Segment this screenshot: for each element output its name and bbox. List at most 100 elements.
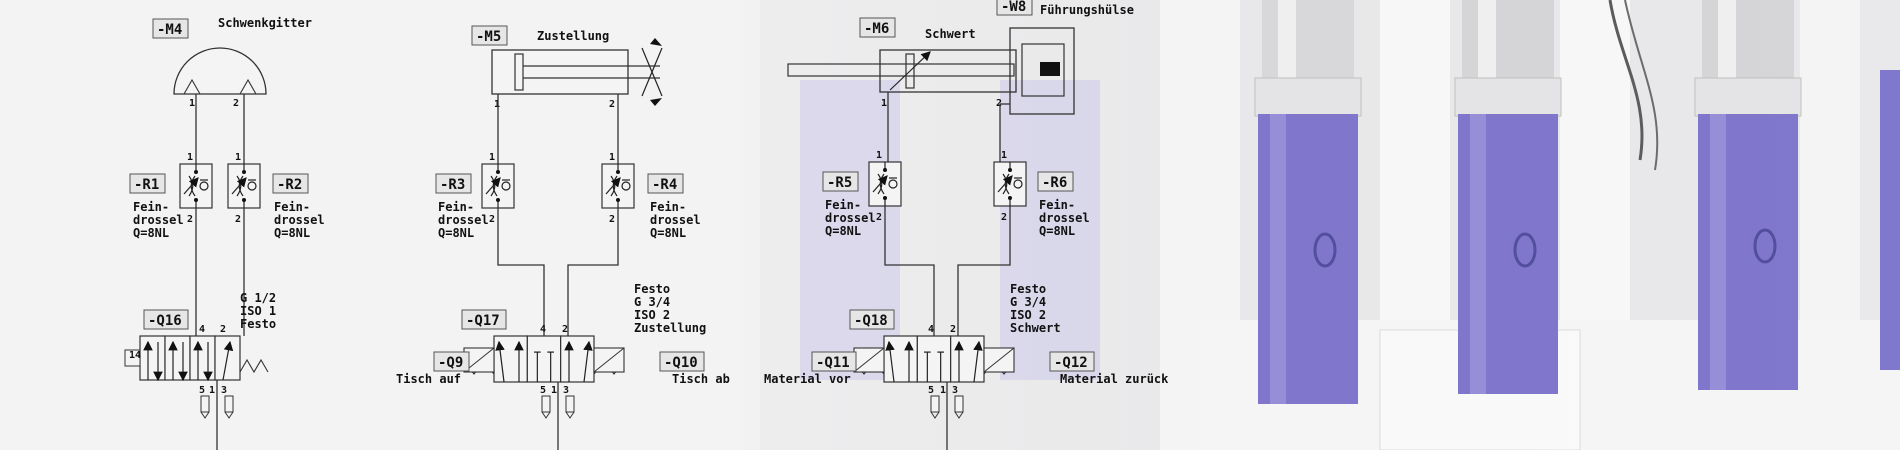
r1-desc-1: drossel bbox=[133, 213, 184, 227]
valve-q17-l1 bbox=[495, 340, 505, 383]
r4-port2: 2 bbox=[609, 214, 615, 225]
r5-desc-0: Fein- bbox=[825, 198, 861, 212]
r5-desc-1: drossel bbox=[825, 211, 876, 225]
tag-r3-box bbox=[435, 173, 472, 194]
q17-info-1: G 3/4 bbox=[634, 295, 670, 309]
port-2: 2 bbox=[233, 98, 239, 109]
throttle-r3-check-ball bbox=[501, 181, 511, 191]
valve-q18-cell-1 bbox=[916, 335, 952, 383]
throttle-r1-check-ball bbox=[199, 181, 209, 191]
r5-port1: 1 bbox=[876, 150, 882, 161]
label-tisch-ab: Tisch ab bbox=[672, 372, 730, 386]
m5-pipe-mid bbox=[497, 208, 619, 336]
q16-muffler-b-tip bbox=[224, 411, 234, 419]
q16-port4: 4 bbox=[199, 324, 205, 335]
guide-sleeve-inner bbox=[1021, 43, 1065, 97]
m6-pipe-mid bbox=[884, 206, 1011, 336]
q16-cell-0 bbox=[139, 335, 166, 381]
throttle-r2-adjust bbox=[231, 177, 247, 195]
throttle-r3-adjust bbox=[485, 177, 501, 195]
label-schwert: Schwert bbox=[925, 27, 976, 41]
q17-port5: 5 bbox=[540, 385, 546, 396]
throttle-r1-adjust bbox=[183, 177, 199, 195]
tag-q9-box bbox=[433, 351, 470, 372]
r2-desc-1: drossel bbox=[274, 213, 325, 227]
tag-q10: -Q10 bbox=[664, 355, 698, 371]
cylinder-m6-body bbox=[879, 49, 1017, 93]
label-fuehrungshuelse: Führungshülse bbox=[1040, 3, 1134, 17]
valve-q18-sol-r-diag bbox=[983, 347, 1015, 373]
tag-r6-box bbox=[1037, 171, 1074, 192]
q18-port5: 5 bbox=[928, 385, 934, 396]
throttle-r2-check-ball bbox=[247, 181, 257, 191]
label-tisch-auf: Tisch auf bbox=[396, 372, 461, 386]
r3-desc-2: Q=8NL bbox=[438, 226, 474, 240]
tag-r4-box bbox=[647, 173, 684, 194]
tag-r1-box bbox=[129, 173, 166, 194]
q17-info-0: Festo bbox=[634, 282, 670, 296]
throttle-r1-dot-top bbox=[194, 170, 198, 174]
throttle-r5 bbox=[868, 161, 902, 207]
label-material-vor: Material vor bbox=[764, 372, 851, 386]
q18-info-2: ISO 2 bbox=[1010, 308, 1046, 322]
q17-info-3: Zustellung bbox=[634, 321, 706, 335]
r1-port1: 1 bbox=[187, 152, 193, 163]
throttle-r5-check-ball bbox=[888, 179, 898, 189]
throttle-r2 bbox=[227, 163, 261, 209]
tag-m6-box bbox=[859, 17, 896, 38]
r1-desc-2: Q=8NL bbox=[133, 226, 169, 240]
tag-m6: -M6 bbox=[864, 21, 889, 37]
valve-q17 bbox=[463, 335, 625, 383]
w8-port2: 2 bbox=[996, 98, 1002, 109]
tag-r6: -R6 bbox=[1042, 175, 1067, 191]
r5-port2: 2 bbox=[876, 212, 882, 223]
cylinder-m6-rod bbox=[787, 63, 1015, 77]
tag-q16: -Q16 bbox=[148, 313, 182, 329]
q17-muffler-b bbox=[565, 395, 575, 413]
r3-port2: 2 bbox=[489, 214, 495, 225]
r6-desc-1: drossel bbox=[1039, 211, 1090, 225]
guide-sleeve-w8 bbox=[1009, 27, 1075, 115]
q16-cell-2 bbox=[189, 335, 216, 381]
tag-q12-box bbox=[1049, 351, 1095, 372]
m5-port2: 2 bbox=[609, 99, 615, 110]
q16-actuator-label: 14 bbox=[129, 350, 141, 361]
r3-desc-1: drossel bbox=[438, 213, 489, 227]
throttle-r2-dot-bot bbox=[242, 198, 246, 202]
tag-r2-box bbox=[272, 173, 309, 194]
cylinder-m6-piston bbox=[905, 53, 915, 89]
guide-sleeve-block bbox=[1040, 62, 1060, 76]
label-zustellung: Zustellung bbox=[537, 29, 609, 43]
m6-port1: 1 bbox=[881, 98, 887, 109]
q17-muffler-b-tip bbox=[565, 411, 575, 419]
cylinder-m5-body bbox=[491, 49, 629, 95]
throttle-r4-dot-bot bbox=[616, 198, 620, 202]
valve-q18-l1 bbox=[885, 340, 895, 383]
cylinder-m5-piston bbox=[514, 53, 524, 91]
q17-port2: 2 bbox=[562, 324, 568, 335]
r2-port2: 2 bbox=[235, 214, 241, 225]
q17-info-2: ISO 2 bbox=[634, 308, 670, 322]
throttle-r4-dot-top bbox=[616, 170, 620, 174]
tag-r1: -R1 bbox=[134, 177, 159, 193]
port-1: 1 bbox=[189, 98, 195, 109]
q17-muffler-a-tip bbox=[541, 411, 551, 419]
r6-desc-0: Fein- bbox=[1039, 198, 1075, 212]
valve-q17-cell-1 bbox=[526, 335, 562, 383]
tag-w8: -W8 bbox=[1001, 0, 1026, 15]
label-schwenkgitter: Schwenkgitter bbox=[218, 16, 312, 30]
q16-port1: 1 bbox=[209, 385, 215, 396]
throttle-r5-dot-bot bbox=[883, 196, 887, 200]
r4-desc-1: drossel bbox=[650, 213, 701, 227]
q18-port2: 2 bbox=[950, 324, 956, 335]
q16-port2: 2 bbox=[220, 324, 226, 335]
q18-info-0: Festo bbox=[1010, 282, 1046, 296]
tag-q18: -Q18 bbox=[854, 313, 888, 329]
tag-q16-box bbox=[143, 309, 189, 330]
tag-w8-box bbox=[996, 0, 1033, 16]
r2-port1: 1 bbox=[235, 152, 241, 163]
tag-r4: -R4 bbox=[652, 177, 677, 193]
q16-port3: 3 bbox=[221, 385, 227, 396]
